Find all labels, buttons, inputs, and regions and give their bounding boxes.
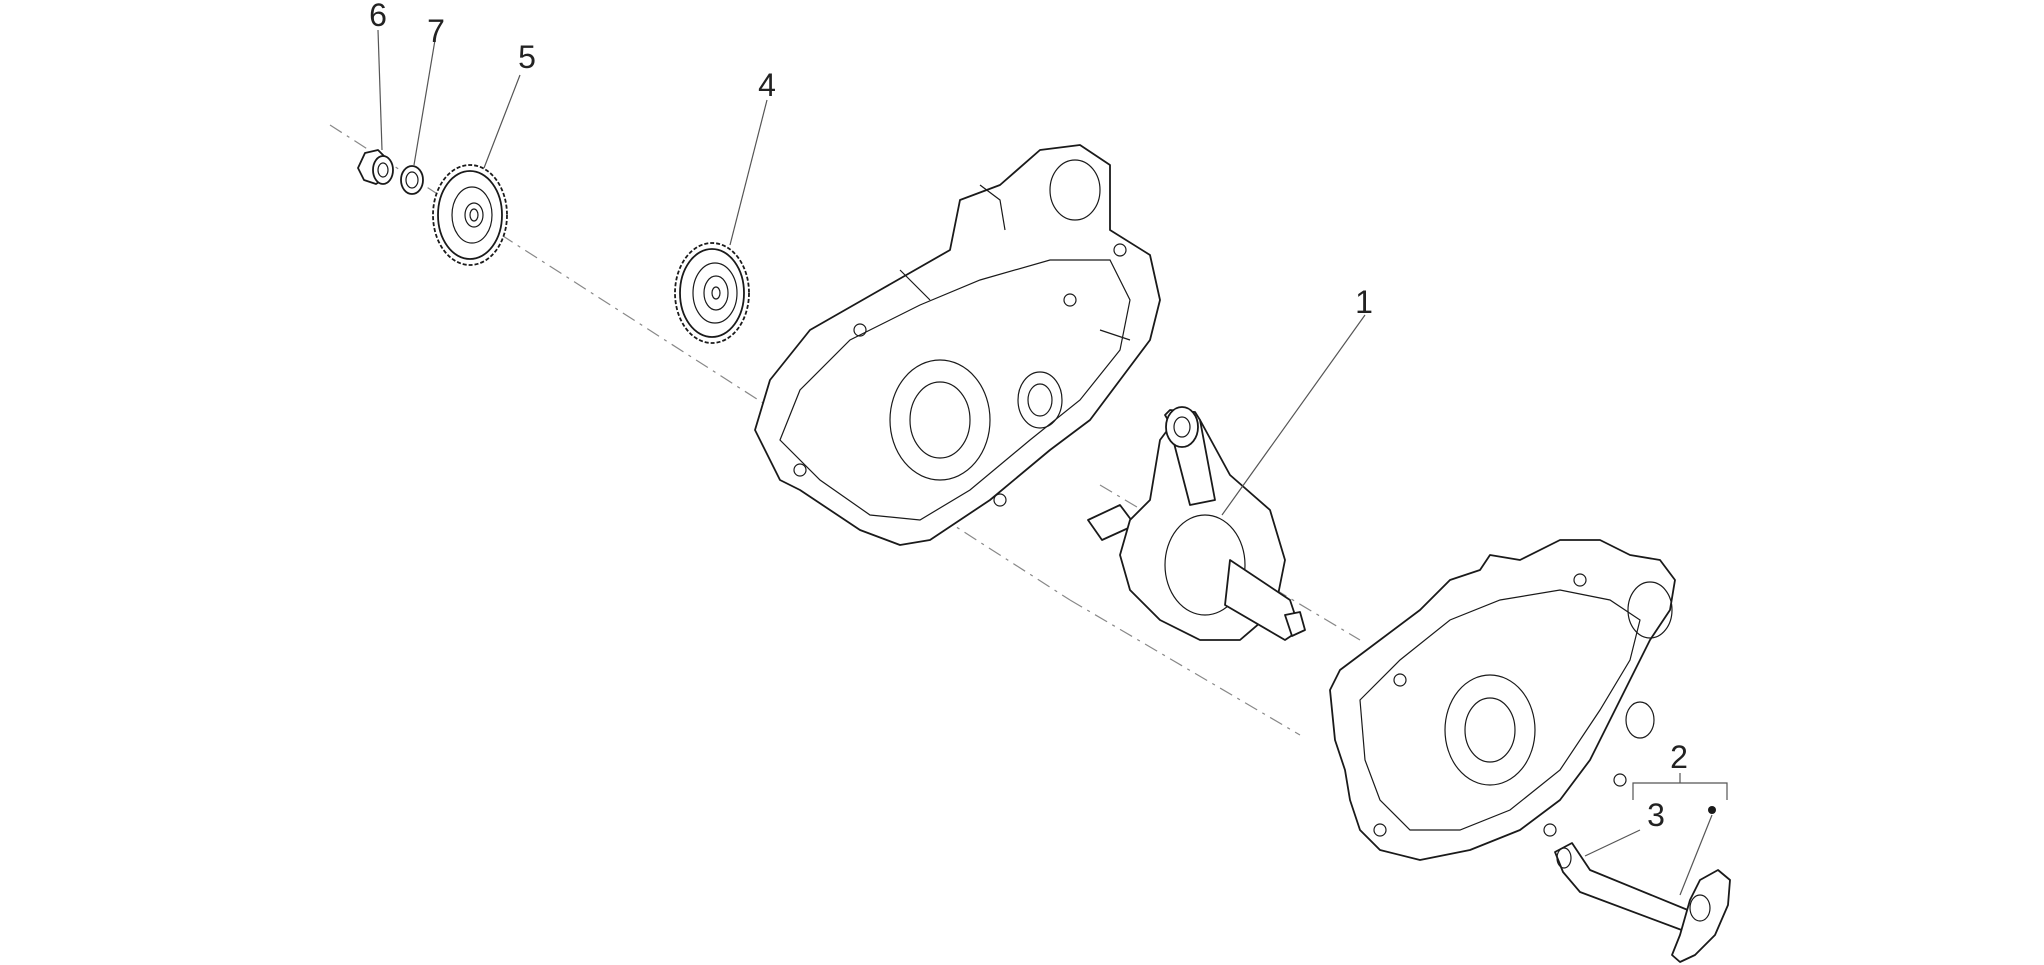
callout-3: 3 [1647,797,1665,833]
leader-7 [413,39,436,166]
part-7-washer [400,165,424,195]
part-3-shaft [1554,842,1701,936]
leader-2-bracket [1632,773,1728,800]
part-1-crankshaft [1087,406,1306,641]
part-2-dot-marker [1708,806,1716,814]
leader-1 [1221,314,1366,516]
callout-6: 6 [369,0,387,33]
crankcase-right-half [1329,539,1676,861]
part-5-gear [432,164,508,266]
crankcase-left-half [754,144,1161,546]
callout-1: 1 [1355,284,1373,320]
leader-2-to-cover [1679,814,1713,896]
callout-2: 2 [1670,739,1688,775]
part-4-gear [674,242,750,344]
leader-4 [729,99,768,246]
callout-5: 5 [518,39,536,75]
leader-3 [1584,829,1641,857]
part-6-nut [357,149,394,185]
leader-5 [483,74,521,169]
part-2-cover [1671,806,1731,963]
leader-6 [377,29,383,151]
leader-lines [377,29,1728,896]
callout-4: 4 [758,67,776,103]
callout-labels: 6 7 5 4 1 2 3 [369,0,1688,833]
callout-7: 7 [427,13,445,49]
